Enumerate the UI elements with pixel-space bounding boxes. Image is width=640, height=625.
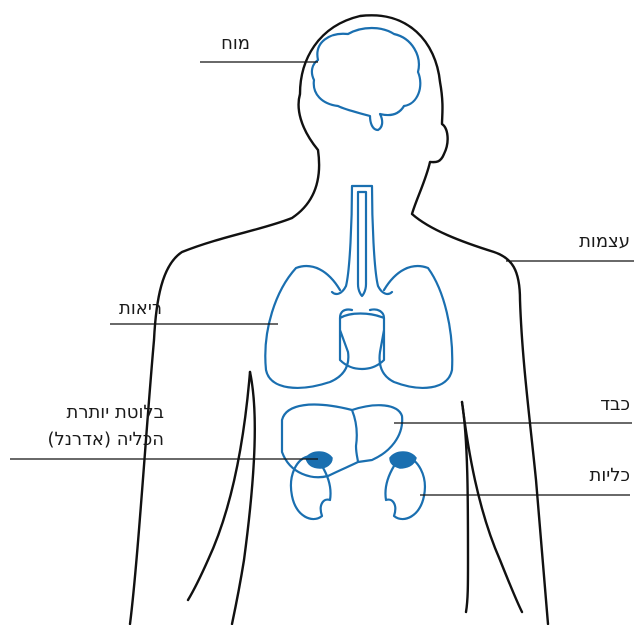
right-adrenal-shape [390,452,416,468]
brain-shape [312,28,420,130]
adrenal-label-line1: בלוטת יותרת [66,401,164,425]
liver-shape [282,405,402,478]
left-adrenal-shape [306,452,332,468]
lungs-label: ריאות [119,297,162,321]
adrenal-label-line2: הכליה (אדרנל) [47,428,164,452]
bones-label: עצמות [579,230,630,254]
brain-label: מוח [221,32,250,56]
kidneys-label: כליות [589,464,630,488]
liver-label: כבד [600,393,630,417]
trachea-shape [332,186,392,296]
